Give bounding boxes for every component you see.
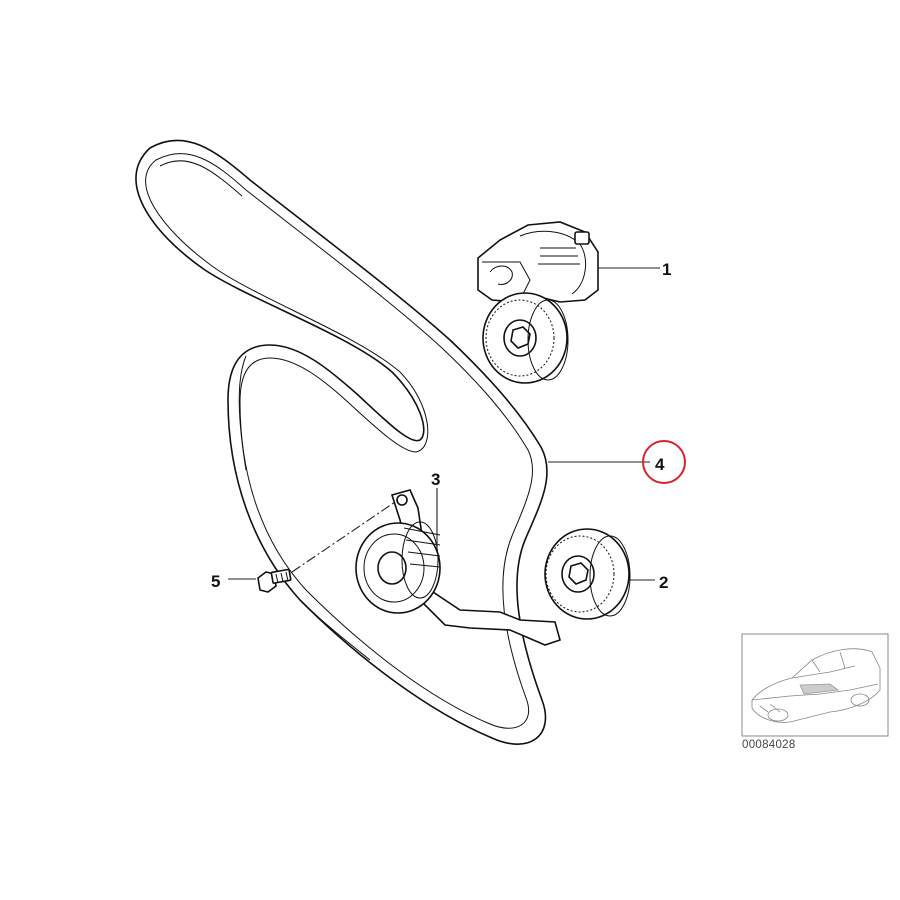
hex-bolt[interactable] bbox=[257, 499, 399, 593]
callout-5: 5 bbox=[211, 572, 220, 591]
callout-2: 2 bbox=[659, 573, 668, 592]
highlight-circle bbox=[642, 440, 686, 484]
callout-1: 1 bbox=[662, 260, 671, 279]
drive-belt[interactable] bbox=[135, 139, 548, 745]
vehicle-thumbnail[interactable] bbox=[741, 633, 889, 737]
belt-tensioner[interactable] bbox=[477, 221, 599, 384]
idler-pulley[interactable] bbox=[544, 528, 631, 620]
diagram-reference-number: 00084028 bbox=[742, 739, 796, 751]
deflection-pulley-bracket[interactable] bbox=[355, 489, 561, 646]
callout-3: 3 bbox=[431, 470, 440, 489]
callout-4: 4 bbox=[655, 455, 665, 474]
